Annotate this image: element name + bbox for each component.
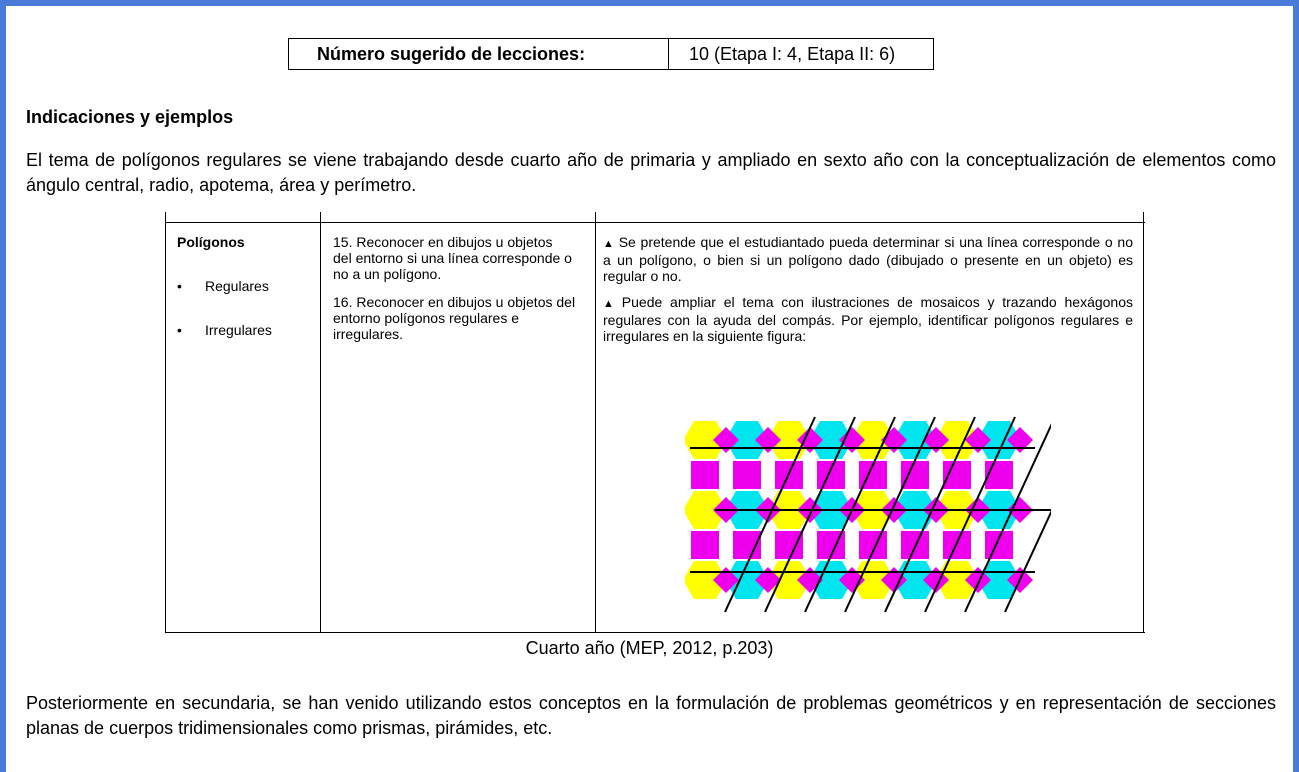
figure-caption: Cuarto año (MEP, 2012, p.203) bbox=[525, 638, 774, 658]
mosaic-square bbox=[1007, 427, 1033, 453]
bullet-icon: • bbox=[177, 322, 182, 338]
mosaic-square bbox=[839, 427, 865, 453]
guidance-paragraph-1: ▲Se pretende que el estudiantado pueda d… bbox=[603, 234, 1133, 284]
mosaic-line bbox=[804, 416, 896, 613]
mosaic-figure bbox=[685, 416, 1051, 613]
skill-item-16: 16. Reconocer en dibujos u objetos del e… bbox=[333, 294, 576, 342]
topic-title: Polígonos bbox=[177, 234, 245, 250]
triangle-icon: ▲ bbox=[603, 238, 615, 250]
mosaic-square bbox=[943, 461, 971, 489]
closing-paragraph: Posteriormente en secundaria, se han ven… bbox=[26, 693, 1276, 738]
guidance-paragraph-2: ▲Puede ampliar el tema con ilustraciones… bbox=[603, 294, 1133, 344]
intro-paragraph: El tema de polígonos regulares se viene … bbox=[26, 150, 1276, 195]
mosaic-hexagon bbox=[977, 560, 1021, 600]
guidance-text-1: Se pretende que el estudiantado pueda de… bbox=[603, 234, 1133, 284]
mosaic-square bbox=[713, 427, 739, 453]
mosaic-square bbox=[817, 461, 845, 489]
mosaic-square bbox=[859, 531, 887, 559]
table-col-divider bbox=[1143, 212, 1144, 632]
mosaic-hexagon bbox=[809, 560, 853, 600]
bullet-item: • Regulares bbox=[177, 278, 269, 294]
mosaic-line bbox=[1004, 509, 1051, 613]
lessons-value: 10 (Etapa I: 4, Etapa II: 6) bbox=[689, 43, 896, 64]
bullet-item: • Irregulares bbox=[177, 322, 272, 338]
mosaic-square bbox=[713, 567, 739, 593]
mosaic-hexagon bbox=[767, 560, 811, 600]
mosaic-hexagon bbox=[685, 560, 727, 600]
table-bottom-rule bbox=[165, 632, 1145, 633]
table-col-skills: 15. Reconocer en dibujos u objetos del e… bbox=[333, 234, 598, 342]
mosaic-hexagon bbox=[725, 420, 769, 460]
mosaic-hexagon bbox=[851, 420, 895, 460]
mosaic-line bbox=[724, 416, 816, 613]
skill-item-15: 15. Reconocer en dibujos u objetos del e… bbox=[333, 234, 572, 282]
mosaic-hexagon bbox=[809, 420, 853, 460]
mosaic-square bbox=[881, 567, 907, 593]
table-col-divider bbox=[165, 212, 166, 632]
guidance-text-2: Puede ampliar el tema con ilustraciones … bbox=[603, 294, 1133, 344]
mosaic-square bbox=[755, 427, 781, 453]
bullet-label: Regulares bbox=[205, 278, 269, 294]
mosaic-square bbox=[691, 461, 719, 489]
table-col-divider bbox=[595, 212, 596, 632]
table-col-guidance: ▲Se pretende que el estudiantado pueda d… bbox=[603, 234, 1133, 354]
curriculum-table: Polígonos • Regulares • Irregulares 15. Re… bbox=[165, 212, 1145, 634]
mosaic-square bbox=[755, 567, 781, 593]
mosaic-square bbox=[965, 427, 991, 453]
mosaic-square bbox=[691, 531, 719, 559]
mosaic-line bbox=[964, 423, 1051, 613]
mosaic-hexagon bbox=[977, 420, 1021, 460]
lessons-box: Número sugerido de lecciones: 10 (Etapa … bbox=[288, 38, 934, 70]
mosaic-hexagon bbox=[685, 420, 727, 460]
mosaic-square bbox=[965, 567, 991, 593]
mosaic-square bbox=[839, 567, 865, 593]
triangle-icon: ▲ bbox=[603, 298, 618, 310]
table-top-rule bbox=[165, 222, 1145, 223]
section-heading: Indicaciones y ejemplos bbox=[26, 107, 234, 127]
mosaic-square bbox=[797, 427, 823, 453]
mosaic-square bbox=[733, 461, 761, 489]
mosaic-line bbox=[764, 416, 856, 613]
mosaic-square bbox=[817, 531, 845, 559]
mosaic-square bbox=[775, 531, 803, 559]
bullet-label: Irregulares bbox=[205, 322, 272, 338]
mosaic-hexagon bbox=[851, 560, 895, 600]
table-col-divider bbox=[320, 212, 321, 632]
mosaic-hexagon bbox=[685, 490, 727, 530]
mosaic-line bbox=[884, 416, 976, 613]
mosaic-hexagon bbox=[935, 560, 979, 600]
mosaic-square bbox=[901, 461, 929, 489]
mosaic-line bbox=[924, 416, 1016, 613]
mosaic-square bbox=[733, 531, 761, 559]
bullet-icon: • bbox=[177, 278, 182, 294]
mosaic-hexagon bbox=[893, 420, 937, 460]
mosaic-line bbox=[844, 416, 936, 613]
table-col-topics: Polígonos • Regulares • Irregulares bbox=[177, 234, 317, 338]
mosaic-square bbox=[923, 427, 949, 453]
lessons-label: Número sugerido de lecciones: bbox=[289, 39, 669, 69]
mosaic-square bbox=[985, 531, 1013, 559]
